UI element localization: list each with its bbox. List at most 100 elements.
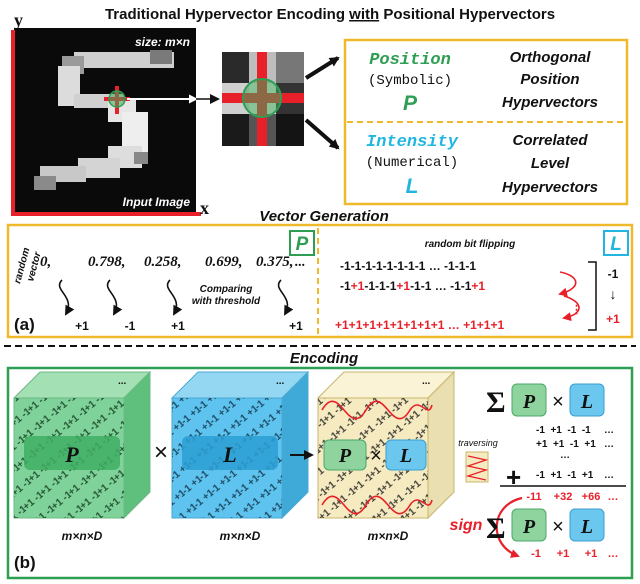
- intensity-desc-2: Level: [531, 155, 570, 172]
- arrow-to-intensity: [304, 118, 340, 150]
- bit-row-3: +1+1+1+1+1+1+1+1 … +1+1+1: [335, 318, 504, 332]
- svg-text:P: P: [522, 516, 536, 538]
- encoding-panel: P ... m×n×D × L ... m×n×D P ×: [6, 366, 634, 580]
- side-bottom: +1: [606, 312, 620, 326]
- final-1: -1: [531, 548, 541, 560]
- sum-row-4: -1 +1 -1 +1: [536, 470, 594, 481]
- svg-text:P: P: [64, 442, 79, 467]
- vector-generation-panel: random vector 0, 0.798, 0.258, 0.699, 0.…: [6, 223, 634, 339]
- random-value-1: 0,: [40, 254, 51, 270]
- svg-text:P: P: [296, 234, 309, 255]
- output-2: -1: [125, 319, 136, 333]
- svg-text:…: …: [604, 425, 614, 436]
- sum-row-1: -1 +1 -1 -1: [536, 425, 591, 436]
- svg-text:...: ...: [276, 376, 285, 387]
- arrow-to-position: [304, 56, 340, 80]
- intensity-letter: L: [406, 175, 419, 198]
- svg-text:Σ: Σ: [486, 512, 506, 545]
- flip-dots: ⋮: [571, 304, 582, 316]
- bit-row-2-part: -1: [340, 279, 351, 293]
- bit-row-2: -1+1-1-1-1+1-1-1 … -1-1+1: [340, 279, 485, 293]
- bit-flip-label: random bit flipping: [425, 239, 516, 250]
- output-4: +1: [289, 319, 303, 333]
- intensity-desc-1: Correlated: [512, 132, 588, 149]
- p-badge: [289, 230, 315, 256]
- cube-result-label: m×n×D: [368, 529, 409, 543]
- svg-text:L: L: [399, 445, 412, 467]
- output-3: +1: [171, 319, 185, 333]
- svg-text:×: ×: [552, 391, 564, 413]
- svg-text:…: …: [604, 470, 614, 481]
- svg-text:×: ×: [552, 516, 564, 538]
- svg-text:×: ×: [370, 445, 382, 467]
- position-desc-1: Orthogonal: [510, 49, 592, 66]
- sign-arrow: [495, 496, 523, 558]
- random-value-dots: ...: [295, 255, 306, 270]
- sum-row-2: +1 +1 -1 +1: [536, 439, 596, 450]
- encoding-title: Encoding: [290, 350, 358, 367]
- size-label: size: m×n: [135, 35, 190, 49]
- final-4: …: [608, 548, 619, 560]
- random-value-2: 0.798,: [88, 254, 126, 270]
- plus-sign: +: [506, 462, 521, 492]
- sum-row-3: …: [560, 450, 570, 461]
- x-axis-line: [11, 212, 201, 216]
- intensity-kind: (Numerical): [366, 155, 458, 171]
- times-symbol-1: ×: [154, 439, 168, 466]
- intensity-desc-3: Hypervectors: [502, 179, 598, 196]
- position-desc-2: Position: [520, 71, 579, 88]
- x-axis-label: x: [200, 198, 209, 218]
- panel-b-label: (b): [14, 553, 36, 572]
- y-axis-label: y: [14, 10, 23, 30]
- random-value-3: 0.258,: [144, 254, 182, 270]
- svg-text:L: L: [580, 391, 593, 413]
- final-2: +1: [557, 548, 570, 560]
- bit-bracket: [588, 261, 597, 331]
- position-name: Position: [369, 51, 451, 70]
- side-top: -1: [608, 267, 619, 281]
- svg-text:P: P: [338, 445, 352, 467]
- output-1: +1: [75, 319, 89, 333]
- result-4: …: [608, 491, 619, 503]
- random-value-5: 0.375,: [256, 254, 294, 270]
- position-letter: P: [403, 92, 418, 115]
- svg-text:L: L: [222, 442, 236, 467]
- cube-l: L ... m×n×D: [170, 370, 310, 543]
- panel-a-label: (a): [14, 315, 35, 334]
- compare-label-1: Comparing: [200, 284, 253, 295]
- svg-text:P: P: [522, 391, 536, 413]
- vector-generation-title: Vector Generation: [259, 208, 388, 225]
- bit-row-2-part: +1: [351, 279, 365, 293]
- bit-row-1: -1-1-1-1-1-1-1-1 … -1-1-1: [340, 259, 476, 273]
- header-title: Traditional Hypervector Encoding with Po…: [105, 6, 555, 23]
- l-badge: [603, 230, 629, 256]
- bit-row-2-part: -1-1-1: [364, 279, 396, 293]
- traversing-label: traversing: [458, 438, 498, 448]
- svg-text:L: L: [580, 516, 593, 538]
- final-3: +1: [585, 548, 598, 560]
- intensity-name: Intensity: [366, 133, 459, 152]
- bit-row-2-part: +1: [396, 279, 410, 293]
- svg-text:Σ: Σ: [486, 386, 506, 419]
- bit-row-2-part: -1-1: [410, 279, 432, 293]
- y-axis-line: [11, 30, 15, 216]
- svg-text:...: ...: [422, 376, 431, 387]
- sum-formula-top: Σ P × L: [486, 383, 605, 419]
- input-image-label: Input Image: [123, 195, 191, 209]
- sign-label: sign: [450, 517, 483, 534]
- position-desc-3: Hypervectors: [502, 94, 598, 111]
- compare-label-2: with threshold: [192, 296, 261, 307]
- cube-l-label: m×n×D: [220, 529, 261, 543]
- svg-text:L: L: [610, 234, 622, 255]
- svg-text:...: ...: [118, 376, 127, 387]
- input-image-panel: y x size: m×n Input Image: [11, 10, 209, 218]
- result-3: +66: [582, 491, 601, 503]
- result-2: +32: [554, 491, 573, 503]
- bit-row-2-part: … -1-1: [431, 279, 471, 293]
- svg-text:…: …: [604, 439, 614, 450]
- side-arrow: ↓: [610, 286, 617, 302]
- cube-p-label: m×n×D: [62, 529, 103, 543]
- hypervector-types-box: Position (Symbolic) P Orthogonal Positio…: [343, 38, 629, 206]
- position-kind: (Symbolic): [368, 73, 452, 89]
